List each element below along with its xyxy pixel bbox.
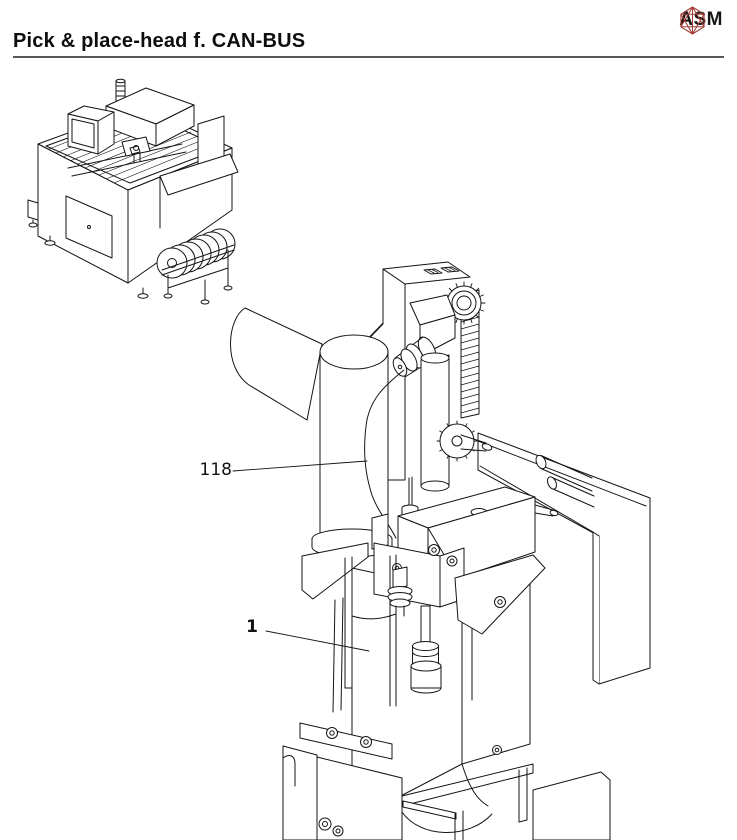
gantry-head	[67, 136, 187, 177]
base-assembly	[282, 722, 611, 840]
leader-lines	[232, 460, 370, 652]
guide-bars	[344, 554, 397, 707]
monitor	[67, 105, 115, 155]
z-shaft	[420, 352, 450, 492]
page-title: Pick & place-head f. CAN-BUS	[13, 30, 306, 52]
logo-hexahedron-icon	[680, 5, 705, 35]
pneumatic-tube	[230, 307, 323, 421]
nozzle	[410, 605, 442, 694]
cover-pins	[535, 454, 595, 508]
machine-overview-figure	[27, 78, 239, 305]
leader-line-1	[265, 630, 370, 652]
spur-gear	[436, 420, 493, 462]
machine-housing	[105, 87, 195, 147]
monitor-screen	[71, 118, 95, 149]
belt-sprocket	[442, 281, 486, 325]
leader-line-118	[232, 460, 368, 472]
vacuum-fitting	[351, 566, 413, 620]
part-callout-118: 118	[199, 460, 232, 480]
brand-logo: ASM	[679, 5, 723, 35]
part-callout-1: 1	[246, 617, 258, 637]
cable-assembly	[364, 369, 405, 539]
cover-panel	[477, 432, 651, 685]
theta-motor	[392, 294, 456, 378]
title-rule	[13, 56, 724, 58]
feeder-bank	[156, 153, 239, 305]
feeder-table	[161, 244, 235, 305]
front-door	[65, 195, 113, 259]
